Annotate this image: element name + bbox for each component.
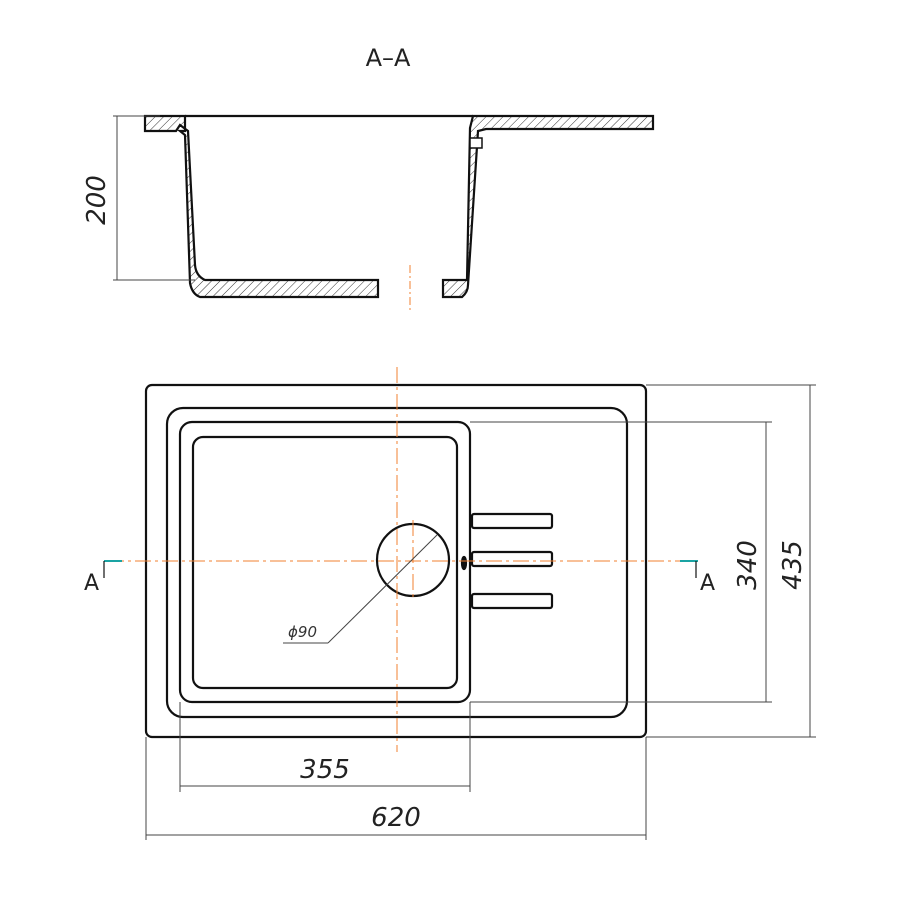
svg-text:A: A xyxy=(700,571,715,596)
plan-dimensions xyxy=(145,384,816,840)
drain-rib-3 xyxy=(470,592,554,610)
section-view xyxy=(143,114,655,299)
centerlines xyxy=(108,367,690,752)
drain-rib-1 xyxy=(470,512,554,530)
right-wall-flange xyxy=(441,114,655,299)
depth-label: 200 xyxy=(82,175,112,225)
depth-dimension xyxy=(113,115,195,281)
section-mark-right: A xyxy=(680,560,715,596)
overall-width-label: 620 xyxy=(371,803,421,833)
overall-length-label: 435 xyxy=(778,540,808,590)
drain-rib-2 xyxy=(470,550,554,568)
bowl-width-label: 355 xyxy=(300,755,350,785)
left-flange-wall xyxy=(143,114,380,299)
bowl-inner xyxy=(191,435,459,690)
bowl-outer xyxy=(178,420,472,704)
drain-diameter-label: ϕ90 xyxy=(288,623,317,641)
overflow-slot xyxy=(469,137,483,149)
bowl-length-label: 340 xyxy=(733,540,763,590)
drain-leader xyxy=(283,534,438,644)
section-title: A–A xyxy=(366,44,411,72)
svg-text:A: A xyxy=(84,571,99,596)
overflow-hole xyxy=(460,555,468,571)
section-mark-left: A xyxy=(84,560,122,596)
